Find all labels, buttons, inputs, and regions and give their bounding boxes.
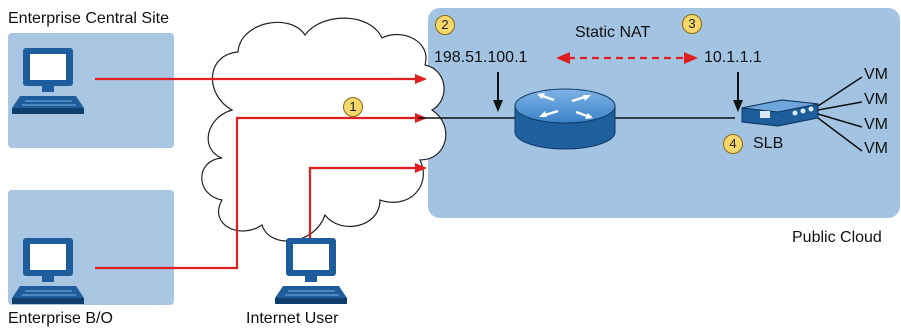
internet-user-label: Internet User [246,310,339,327]
internet-cloud-icon [201,17,447,242]
static-nat-label: Static NAT [575,24,651,41]
flow-internet-user [308,163,427,238]
static-nat-arrow [556,52,698,64]
public-cloud-label: Public Cloud [792,229,882,246]
traffic-flows [95,74,427,270]
vm-label: VM [864,116,888,133]
vm-label: VM [864,91,888,108]
step-badge: 4 [723,134,743,154]
vm-label: VM [864,140,888,157]
central-site-label: Enterprise Central Site [8,10,169,27]
desktop-computer-icon [275,238,347,304]
step-badge: 2 [435,15,455,35]
public-cloud-region [428,8,900,218]
vm-links [817,76,863,152]
branch-office-label: Enterprise B/O [8,310,113,327]
private-ip-label: 10.1.1.1 [704,49,762,66]
step-badge: 1 [343,97,363,117]
flow-branch-office [95,113,427,270]
desktop-computer-icon [12,238,84,304]
public-ip-label: 198.51.100.1 [434,49,528,66]
desktop-computer-icon [12,48,84,114]
router-icon [514,88,616,150]
slb-label: SLB [753,135,784,152]
step-badge: 3 [682,14,702,34]
vm-label: VM [864,66,888,83]
